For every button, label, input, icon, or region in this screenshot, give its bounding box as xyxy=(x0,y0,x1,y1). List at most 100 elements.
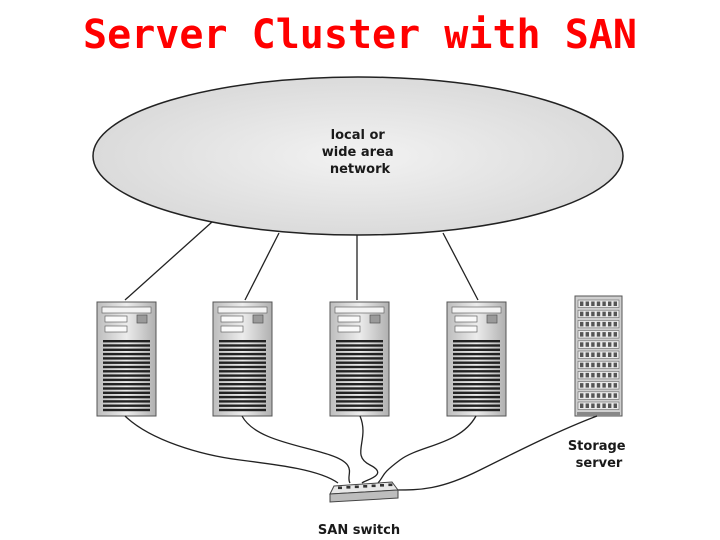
rack-drive xyxy=(602,332,606,337)
storage-label-line-1: Storage xyxy=(568,439,626,454)
vent-slat xyxy=(103,400,150,403)
rack-drive xyxy=(585,372,589,378)
rack-drive xyxy=(596,362,601,368)
rack-drive xyxy=(608,383,612,388)
rack-drive xyxy=(613,352,617,357)
rack-drive xyxy=(613,342,617,347)
rack-drive xyxy=(602,321,606,327)
rack-drive xyxy=(613,403,617,408)
san-cables xyxy=(124,415,598,491)
rack-drive xyxy=(608,372,612,378)
rack-drive xyxy=(591,311,595,317)
vent-slat xyxy=(336,378,383,382)
vent-slat xyxy=(103,340,150,343)
vent-slat xyxy=(336,365,383,369)
rack-drive xyxy=(585,321,589,327)
san-switch-label: SAN switch xyxy=(318,523,400,538)
vent-slat xyxy=(103,391,150,394)
vent-slat xyxy=(219,395,266,399)
drive-bay xyxy=(334,306,385,314)
drive-slot xyxy=(454,325,478,333)
rack-base xyxy=(577,412,620,416)
rack-drive xyxy=(580,372,584,378)
rack-drive xyxy=(580,301,584,306)
vent-slat xyxy=(336,408,383,412)
rack-drive xyxy=(613,321,617,327)
rack-drive xyxy=(591,352,595,357)
rack-drive xyxy=(602,352,606,357)
vent-slat xyxy=(336,340,383,343)
network-label-line-1: local or xyxy=(331,128,386,143)
vent-slat xyxy=(219,352,266,356)
network-link-4 xyxy=(442,232,479,301)
vent-slat xyxy=(219,344,266,347)
vent-slat xyxy=(103,378,150,382)
rack-drive xyxy=(596,311,601,317)
rack-drive xyxy=(591,403,595,408)
rack-drive xyxy=(580,403,584,408)
san-cable-2 xyxy=(241,415,351,484)
rack-drive xyxy=(585,311,589,317)
rack-drive xyxy=(608,332,612,337)
rack-drive xyxy=(602,301,606,306)
rack-drive xyxy=(602,403,606,408)
drive-bay xyxy=(101,306,152,314)
vent-slat xyxy=(336,404,383,407)
rack-drive xyxy=(602,383,606,388)
drive-slot xyxy=(454,315,478,323)
switch-port xyxy=(354,485,359,489)
vent-slat xyxy=(103,348,150,351)
rack-drive xyxy=(596,342,601,347)
rack-drive xyxy=(613,383,617,388)
switch-port xyxy=(371,484,376,488)
storage-server xyxy=(574,295,623,417)
page-title: Server Cluster with SAN xyxy=(83,12,637,58)
drive-bay xyxy=(451,306,502,314)
vent-slat xyxy=(219,361,266,364)
rack-drive xyxy=(602,393,606,398)
rack-drive xyxy=(596,352,601,357)
rack-drive xyxy=(602,311,606,317)
rack-drive xyxy=(585,352,589,357)
rack-drive xyxy=(602,372,606,378)
rack-drive xyxy=(608,403,612,408)
vent-slat xyxy=(103,344,150,347)
server-4 xyxy=(446,301,507,417)
vent-slat xyxy=(103,408,150,412)
vent-slat xyxy=(219,348,266,351)
vent-slat xyxy=(336,352,383,356)
rack-drive xyxy=(613,393,617,398)
vent-slat xyxy=(336,357,383,360)
vent-slat xyxy=(103,374,150,377)
server-2 xyxy=(212,301,273,417)
rack-drive xyxy=(580,362,584,368)
san-cable-4 xyxy=(377,415,477,484)
san-cable-5 xyxy=(394,415,598,491)
rack-drive xyxy=(591,301,595,306)
switch-port xyxy=(388,483,393,487)
rack-drive xyxy=(608,321,612,327)
rack-drive xyxy=(608,362,612,368)
drive-slot xyxy=(104,315,128,323)
vent-slat xyxy=(219,357,266,360)
rack-drive xyxy=(613,362,617,368)
vent-slat xyxy=(453,348,500,351)
storage-label-line-2: server xyxy=(576,456,623,471)
vent-slat xyxy=(453,408,500,412)
vent-slat xyxy=(453,383,500,386)
vent-slat xyxy=(103,383,150,386)
rack-drive xyxy=(585,403,589,408)
rack-drive xyxy=(585,393,589,398)
drive-bay xyxy=(217,306,268,314)
vent-slat xyxy=(219,387,266,390)
storage-server-label: Storage server xyxy=(568,439,630,471)
server-1 xyxy=(96,301,157,417)
san-switch-front xyxy=(329,489,399,503)
network-cloud xyxy=(92,76,624,236)
vent-slat xyxy=(103,404,150,407)
vent-slat xyxy=(219,383,266,386)
rack-drive xyxy=(596,372,601,378)
drive-slot xyxy=(220,325,244,333)
rack-drive xyxy=(596,301,601,306)
